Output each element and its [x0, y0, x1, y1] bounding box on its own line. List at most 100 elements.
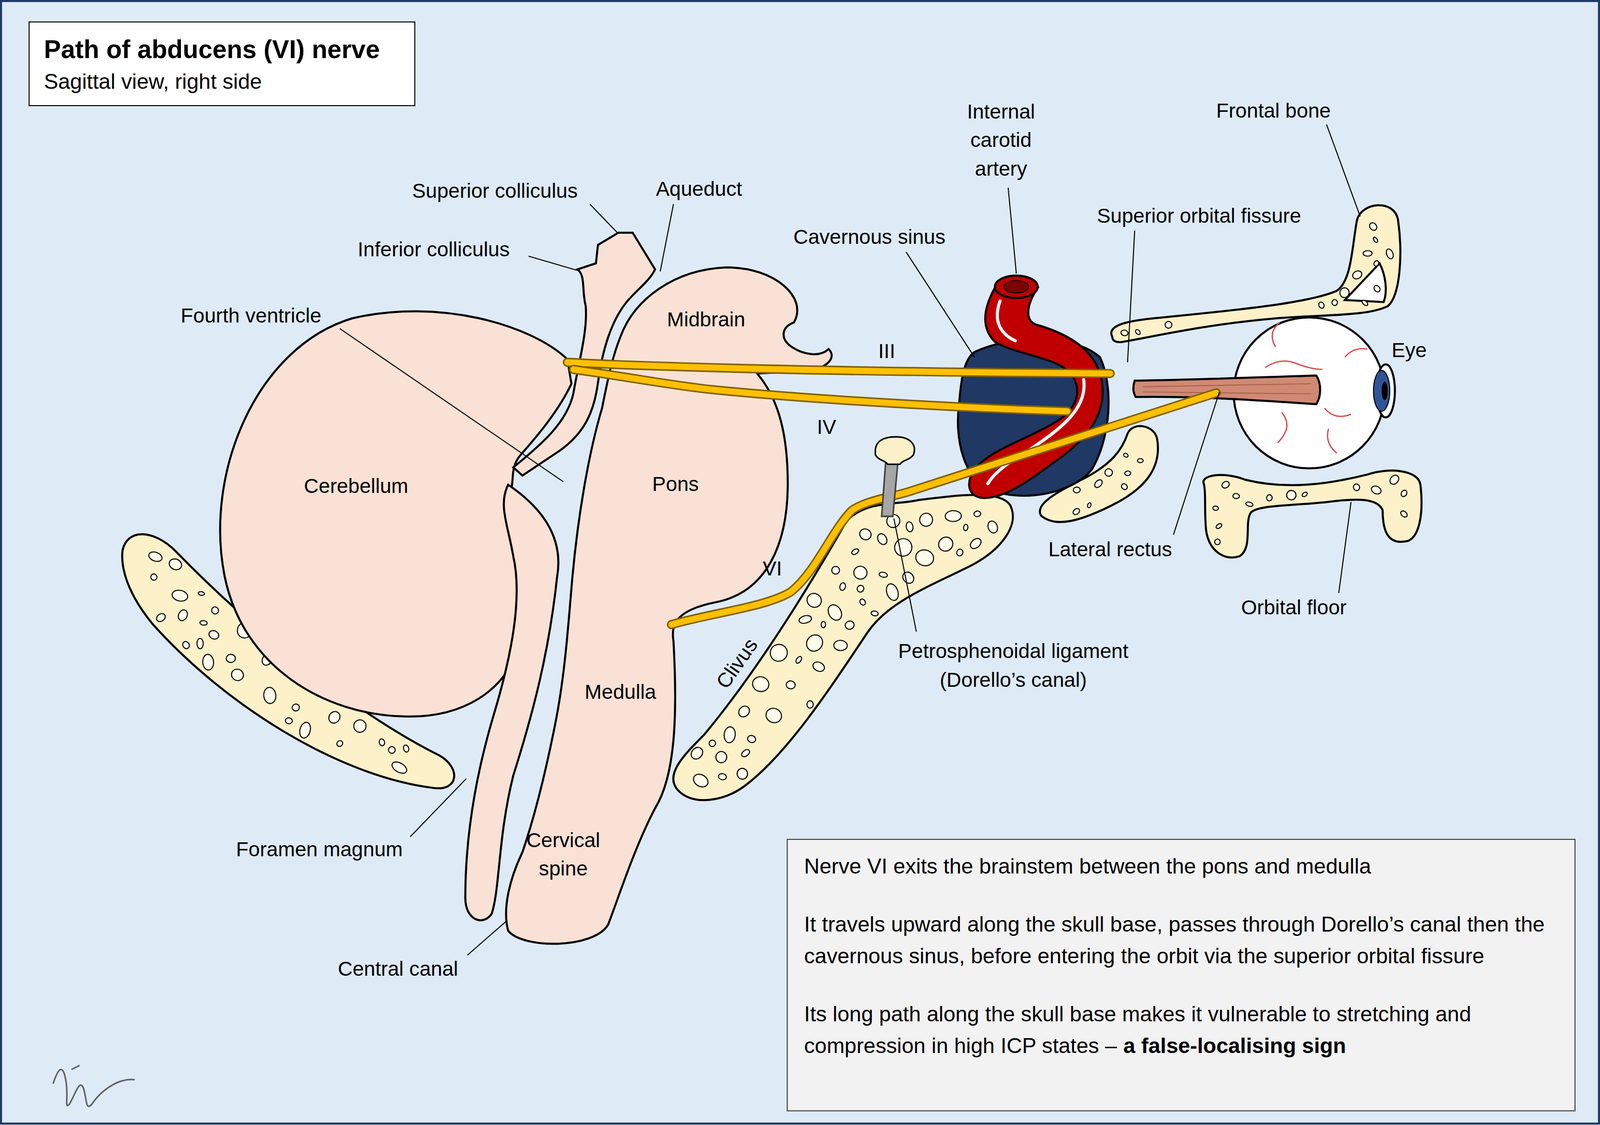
bone-pore	[825, 602, 845, 623]
signature	[53, 1065, 135, 1107]
bone-pore	[850, 547, 860, 556]
bone-pore	[1245, 501, 1254, 508]
part-label: Eye	[1391, 335, 1427, 365]
orbital-floor-bone	[1203, 470, 1422, 558]
nerve-outline	[671, 393, 1217, 625]
petrosphenoidal-ligament	[881, 461, 898, 517]
carotid-lumen-inner	[1003, 280, 1029, 294]
bone-pore	[858, 597, 867, 607]
bone-label: Clivus	[709, 632, 765, 695]
part-label: Fourth ventricle	[180, 300, 322, 330]
bone-pore	[1072, 507, 1082, 516]
bone-pore	[1352, 483, 1361, 492]
bone-pore	[1220, 479, 1231, 490]
bone-pore	[766, 641, 791, 665]
bone-pore	[821, 621, 826, 628]
nerve-vi	[671, 393, 1217, 625]
bone-pore	[1331, 299, 1338, 306]
bone-pore	[171, 588, 190, 603]
bone-pore	[1399, 509, 1409, 519]
note-box: Nerve VI exits the brainstem between the…	[786, 838, 1576, 1112]
bone-pore	[691, 771, 711, 790]
bone-pore	[986, 519, 1000, 535]
bone-pore	[794, 655, 803, 665]
bone-pore	[884, 582, 901, 602]
bone-pore	[147, 549, 164, 563]
bone-pore	[1301, 491, 1309, 498]
bone-pore	[298, 720, 312, 740]
bone-pore	[1388, 473, 1401, 486]
leader-line	[660, 203, 674, 272]
note-emphasis: a false-localising sign	[1123, 1033, 1347, 1058]
paragraph: Its long path along the skull base makes…	[804, 997, 1559, 1062]
bone-pore	[1163, 320, 1173, 330]
leader-line	[1173, 391, 1220, 535]
part-label: Foramen magnum	[236, 834, 403, 864]
bone-pore	[402, 744, 410, 753]
bone-pore	[1317, 300, 1326, 310]
nerve-outline	[573, 369, 1068, 412]
bone-pore	[892, 536, 915, 560]
bone-pore	[1104, 467, 1114, 477]
bone-pore	[1286, 490, 1297, 501]
iris	[1373, 370, 1390, 412]
bone-pore	[378, 738, 386, 747]
bone-pore	[196, 638, 204, 649]
part-label: Cavernous sinus	[793, 222, 946, 252]
region-label: Cervical spine	[512, 825, 615, 883]
region-label: Pons	[652, 469, 699, 499]
bone-pore	[1232, 493, 1240, 500]
bone-pore	[707, 739, 717, 748]
bone-pore	[811, 660, 826, 674]
bone-pore	[838, 582, 847, 592]
region-label: Medulla	[584, 677, 657, 707]
bone-pore	[935, 534, 956, 554]
nerve-iii	[567, 362, 1111, 374]
bone-pore	[833, 640, 848, 652]
bone-pore	[844, 619, 856, 631]
bone-pore	[167, 557, 184, 572]
bone-pore	[1120, 482, 1129, 491]
leader-line	[906, 251, 975, 358]
leader-line	[528, 256, 578, 271]
diagram-subtitle: Sagittal view, right side	[43, 66, 400, 97]
bone-pore	[229, 667, 246, 683]
bone-pore	[963, 524, 969, 531]
bone-pore	[388, 746, 396, 754]
pupil	[1381, 381, 1388, 400]
bone-pore	[326, 709, 343, 726]
leader-line	[1008, 187, 1017, 274]
bone-pore	[1093, 478, 1104, 490]
bone-pore	[1373, 259, 1380, 267]
bone-pore	[751, 675, 771, 693]
bone-pore	[806, 700, 814, 709]
paragraph: Path of abducens (VI) nerve	[43, 31, 400, 67]
bone-pore	[918, 511, 934, 528]
bone-pore	[955, 548, 964, 557]
part-label: Lateral rectus	[1048, 534, 1173, 564]
leader-lines	[339, 124, 1361, 956]
bone-pore	[723, 726, 736, 743]
bone-pore	[352, 718, 367, 734]
region-label: Midbrain	[667, 305, 746, 335]
bone-pore	[851, 563, 870, 582]
bone-pore	[1372, 236, 1379, 244]
carotid-highlight	[987, 300, 1085, 484]
bone-pore	[226, 654, 237, 664]
bone-pore	[390, 759, 409, 776]
bone-pore	[785, 680, 796, 690]
part-label: Frontal bone	[1216, 95, 1331, 125]
diagram-title: Path of abducens (VI) nerve	[43, 31, 400, 67]
bone-pore	[1215, 522, 1223, 530]
nerves	[567, 362, 1217, 625]
bone-pore	[905, 521, 914, 533]
bone-pore	[1368, 221, 1379, 232]
ligament-attachment	[875, 436, 915, 465]
muscle-fibres	[1142, 383, 1312, 394]
bone-pore	[1214, 538, 1221, 546]
nerve-outline	[567, 362, 1111, 374]
bone-pore	[1212, 505, 1219, 511]
bone-pore	[798, 614, 812, 625]
bone-pore	[202, 653, 215, 671]
